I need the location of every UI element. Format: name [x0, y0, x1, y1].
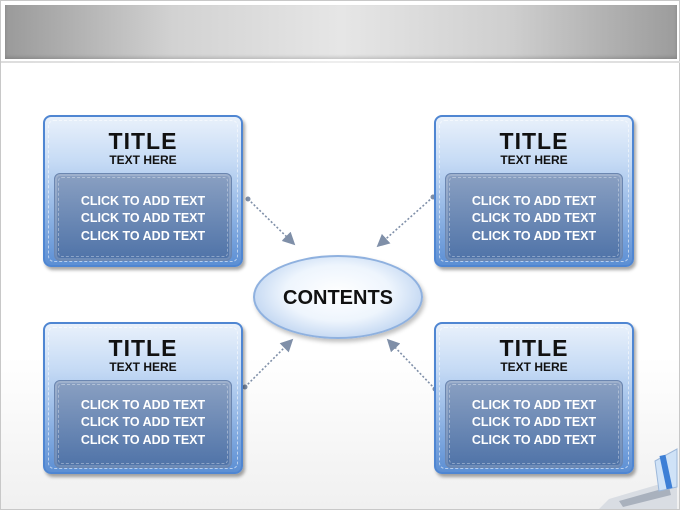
center-label: CONTENTS — [283, 287, 393, 309]
card-text-line: CLICK TO ADD TEXT — [471, 194, 597, 208]
card-text-line: CLICK TO ADD TEXT — [80, 211, 206, 225]
card-text-line: CLICK TO ADD TEXT — [471, 229, 597, 243]
card-bottom-right[interactable]: TITLE TEXT HERE CLICK TO ADD TEXT CLICK … — [434, 322, 634, 474]
arrow-top-right — [376, 196, 434, 248]
arrow-bottom-left — [244, 338, 294, 388]
arrow-top-left — [247, 198, 296, 246]
card-text-line: CLICK TO ADD TEXT — [471, 398, 597, 412]
card-subtitle: TEXT HERE — [109, 360, 177, 374]
card-title: TITLE — [108, 335, 178, 361]
card-top-right[interactable]: TITLE TEXT HERE CLICK TO ADD TEXT CLICK … — [434, 115, 634, 267]
arrow-bottom-right — [386, 338, 436, 390]
card-text-line: CLICK TO ADD TEXT — [471, 415, 597, 429]
card-text-line: CLICK TO ADD TEXT — [80, 229, 206, 243]
card-title: TITLE — [499, 335, 569, 361]
card-text-box[interactable]: CLICK TO ADD TEXT CLICK TO ADD TEXT CLIC… — [54, 380, 232, 468]
arrow-dot-bottom-left — [242, 384, 248, 390]
card-subtitle: TEXT HERE — [500, 153, 568, 167]
card-text-line: CLICK TO ADD TEXT — [80, 415, 206, 429]
header-divider — [1, 61, 680, 63]
card-text-line: CLICK TO ADD TEXT — [471, 211, 597, 225]
center-ellipse[interactable]: CONTENTS — [253, 255, 423, 339]
card-text-box[interactable]: CLICK TO ADD TEXT CLICK TO ADD TEXT CLIC… — [445, 173, 623, 261]
arrow-dot-top-left — [245, 196, 251, 202]
card-top-left[interactable]: TITLE TEXT HERE CLICK TO ADD TEXT CLICK … — [43, 115, 243, 267]
card-title: TITLE — [499, 128, 569, 154]
card-subtitle: TEXT HERE — [109, 153, 177, 167]
card-text-line: CLICK TO ADD TEXT — [80, 433, 206, 447]
card-text-box[interactable]: CLICK TO ADD TEXT CLICK TO ADD TEXT CLIC… — [54, 173, 232, 261]
card-subtitle: TEXT HERE — [500, 360, 568, 374]
card-text-line: CLICK TO ADD TEXT — [80, 398, 206, 412]
card-text-box[interactable]: CLICK TO ADD TEXT CLICK TO ADD TEXT CLIC… — [445, 380, 623, 468]
card-text-line: CLICK TO ADD TEXT — [80, 194, 206, 208]
corner-decoration — [599, 448, 678, 509]
card-title: TITLE — [108, 128, 178, 154]
header-bar — [5, 5, 677, 59]
card-bottom-left[interactable]: TITLE TEXT HERE CLICK TO ADD TEXT CLICK … — [43, 322, 243, 474]
